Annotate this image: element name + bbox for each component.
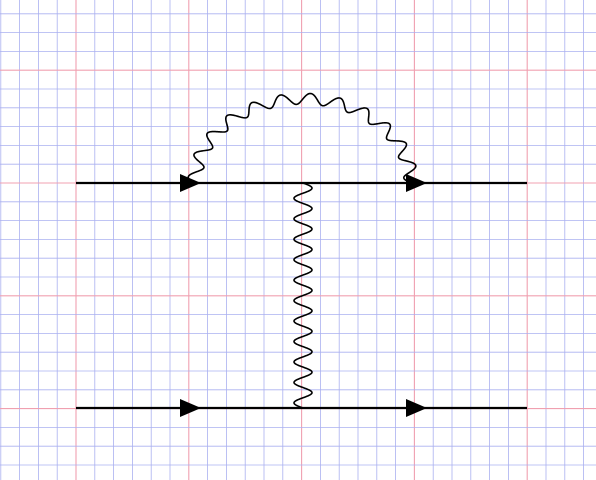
exchange-photon: [293, 182, 313, 409]
upper-right-arrow-icon: [406, 174, 427, 192]
upper-left-arrow-icon: [180, 174, 201, 192]
lower-left-arrow-icon: [180, 399, 201, 417]
lower-right-arrow-icon: [406, 399, 427, 417]
self-energy-photon: [187, 92, 417, 184]
